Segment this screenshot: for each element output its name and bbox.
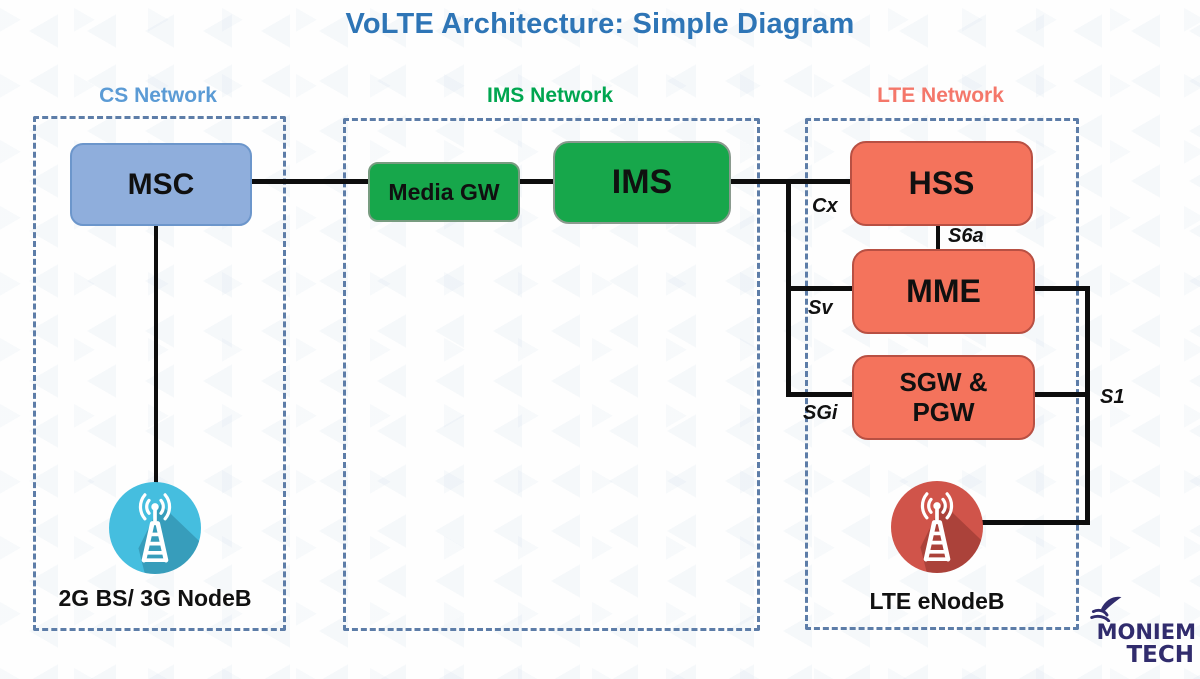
bs-tower-label: 2G BS/ 3G NodeB [58,585,252,611]
cs-network-box [33,116,286,631]
sgw-pgw-label-line2: PGW [912,396,975,427]
connector-enodeb [978,520,1090,525]
ims-node: IMS [553,141,731,224]
interface-label-sgi: SGi [803,402,838,424]
lte-network-box [805,118,1079,630]
interface-label-s1: S1 [1100,386,1125,408]
hss-node: HSS [850,141,1033,226]
logo-line1: MONIEM [1096,620,1196,644]
diagram-title: VoLTE Architecture: Simple Diagram [345,8,855,40]
interface-label-cx: Cx [812,195,838,217]
ims-network-label: IMS Network [486,84,614,107]
sgw-pgw-label-line1: SGW & [899,366,988,397]
enodeb-label: LTE eNodeB [869,588,1005,614]
interface-label-sv: Sv [808,297,833,319]
media-gw-label: Media GW [388,178,500,205]
connector-msc-bs [154,222,158,484]
enodeb-tower-icon [891,481,983,573]
interface-label-s6a: S6a [948,225,984,247]
connector-sgi-branch-sgw [786,392,852,397]
connector-s1-vertical [1085,286,1090,525]
cs-network-label: CS Network [99,84,217,107]
hss-label: HSS [908,165,975,201]
ims-network-box [343,118,760,631]
connector-sv-branch-mme [786,286,852,291]
media-gw-node: Media GW [368,162,520,222]
msc-node: MSC [70,143,252,226]
sgw-pgw-node: SGW & PGW [852,355,1035,440]
mme-node: MME [852,249,1035,334]
logo-antenna-icon [1090,596,1122,622]
logo-line2: TECH [1126,642,1194,668]
bs-tower-icon [109,482,201,574]
mme-label: MME [906,273,981,309]
moniemtech-logo: MONIEM TECH [1078,596,1198,676]
connector-mme-right [1031,286,1090,291]
msc-label: MSC [127,167,195,201]
connector-mediagw-ims [514,179,555,184]
connector-sgw-right [1031,392,1090,397]
ims-label: IMS [611,163,673,201]
lte-network-label: LTE Network [877,84,1004,107]
connector-msc-mediagw [246,179,370,184]
connector-hss-mme-s6a [936,222,940,250]
